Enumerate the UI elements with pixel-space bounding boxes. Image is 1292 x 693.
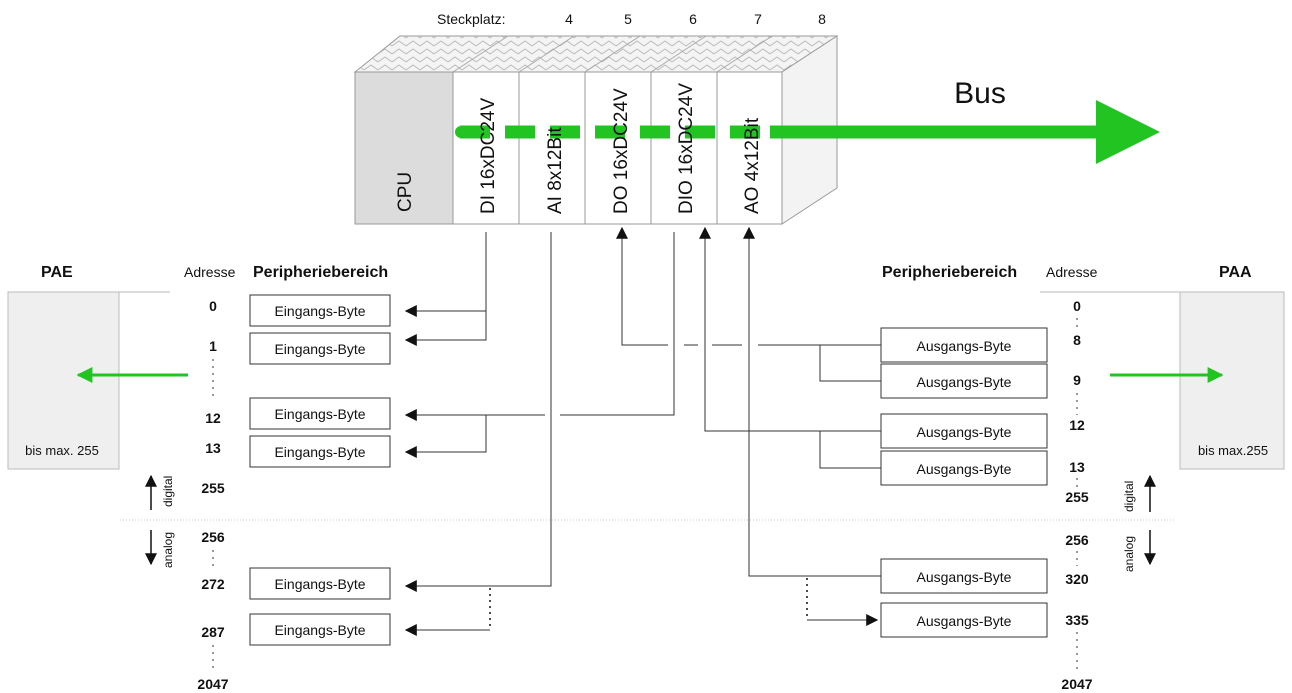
ausgangs-byte-label: Ausgangs-Byte bbox=[917, 424, 1012, 440]
right-addr-0: 0 bbox=[1073, 298, 1081, 314]
output-connectors bbox=[560, 226, 881, 626]
right-addr-2047: 2047 bbox=[1061, 676, 1092, 692]
eingangs-byte-label: Eingangs-Byte bbox=[274, 341, 365, 357]
right-addr-256: 256 bbox=[1065, 532, 1089, 548]
ausgangs-byte-box bbox=[880, 602, 1048, 638]
cpu-label: CPU bbox=[395, 172, 416, 212]
module-slot-6 bbox=[584, 71, 652, 225]
pae-title: PAE bbox=[41, 264, 73, 281]
paa-area bbox=[1179, 291, 1285, 470]
right-addr-9: 9 bbox=[1073, 372, 1081, 388]
input-connectors bbox=[404, 232, 552, 636]
left-address-title: Adresse bbox=[184, 264, 236, 280]
module-rack bbox=[353, 35, 839, 225]
ausgangs-byte-label: Ausgangs-Byte bbox=[917, 613, 1012, 629]
slot-number-6: 6 bbox=[689, 11, 697, 27]
slot-number-5: 5 bbox=[624, 11, 632, 27]
eingangs-byte-box bbox=[249, 294, 391, 327]
right-address-title: Adresse bbox=[1046, 264, 1098, 280]
eingangs-byte-box bbox=[249, 397, 391, 430]
left-addr-1: 1 bbox=[209, 338, 217, 354]
eingangs-byte-box bbox=[249, 567, 391, 600]
left-periph-title: Peripheriebereich bbox=[253, 264, 388, 281]
slot-number-7: 7 bbox=[754, 11, 762, 27]
eingangs-byte-label: Eingangs-Byte bbox=[274, 622, 365, 638]
eingangs-byte-label: Eingangs-Byte bbox=[274, 576, 365, 592]
right-digital-label: digital bbox=[1122, 481, 1136, 512]
right-addr-12: 12 bbox=[1069, 417, 1085, 433]
slot-number-4: 4 bbox=[565, 11, 573, 27]
left-addr-12: 12 bbox=[205, 410, 221, 426]
right-addr-320: 320 bbox=[1065, 571, 1089, 587]
bus-line bbox=[455, 100, 1160, 164]
left-addr-2047: 2047 bbox=[197, 676, 228, 692]
slot-label: Steckplatz: bbox=[437, 11, 505, 27]
right-periph-title: Peripheriebereich bbox=[882, 264, 1017, 281]
right-analog-label: analog bbox=[1122, 536, 1136, 572]
ausgangs-byte-label: Ausgangs-Byte bbox=[917, 569, 1012, 585]
module-label-dio: DIO 16xDC24V bbox=[676, 83, 697, 214]
paa-title: PAA bbox=[1219, 264, 1252, 281]
module-slot-4 bbox=[452, 71, 520, 225]
bus-label: Bus bbox=[954, 77, 1006, 110]
ausgangs-byte-label: Ausgangs-Byte bbox=[917, 338, 1012, 354]
ausgangs-byte-box bbox=[880, 558, 1048, 594]
left-addr-256: 256 bbox=[201, 529, 225, 545]
module-label-ai: AI 8x12Bit bbox=[545, 127, 566, 214]
eingangs-byte-label: Eingangs-Byte bbox=[274, 406, 365, 422]
right-addr-335: 335 bbox=[1065, 612, 1089, 628]
ausgangs-byte-label: Ausgangs-Byte bbox=[917, 374, 1012, 390]
left-analog-label: analog bbox=[161, 532, 175, 568]
module-slot-7 bbox=[650, 71, 718, 225]
module-label-ao: AO 4x12Bit bbox=[742, 117, 763, 214]
module-label-di: DI 16xDC24V bbox=[478, 98, 499, 214]
right-addr-255: 255 bbox=[1065, 489, 1089, 505]
slot-number-8: 8 bbox=[818, 11, 826, 27]
ausgangs-byte-label: Ausgangs-Byte bbox=[917, 461, 1012, 477]
left-digital-label: digital bbox=[161, 476, 175, 507]
eingangs-byte-label: Eingangs-Byte bbox=[274, 303, 365, 319]
left-addr-287: 287 bbox=[201, 624, 225, 640]
pae-area-note: bis max. 255 bbox=[25, 443, 99, 458]
module-slot-8 bbox=[716, 71, 783, 225]
ausgangs-byte-box bbox=[880, 363, 1048, 399]
right-addr-13: 13 bbox=[1069, 459, 1085, 475]
paa-area-note: bis max.255 bbox=[1198, 443, 1268, 458]
eingangs-byte-box bbox=[249, 613, 391, 646]
eingangs-byte-box bbox=[249, 435, 391, 468]
module-label-do: DO 16xDC24V bbox=[611, 88, 632, 214]
left-addr-272: 272 bbox=[201, 576, 225, 592]
pae-area bbox=[7, 291, 120, 470]
eingangs-byte-label: Eingangs-Byte bbox=[274, 444, 365, 460]
eingangs-byte-box bbox=[249, 332, 391, 365]
left-addr-0: 0 bbox=[209, 298, 217, 314]
module-slot-5 bbox=[518, 71, 586, 225]
cpu-module bbox=[354, 71, 454, 225]
left-addr-13: 13 bbox=[205, 440, 221, 456]
right-addr-8: 8 bbox=[1073, 332, 1081, 348]
ausgangs-byte-box bbox=[880, 327, 1048, 363]
left-addr-255: 255 bbox=[201, 480, 225, 496]
ausgangs-byte-box bbox=[880, 413, 1048, 449]
ausgangs-byte-box bbox=[880, 450, 1048, 486]
